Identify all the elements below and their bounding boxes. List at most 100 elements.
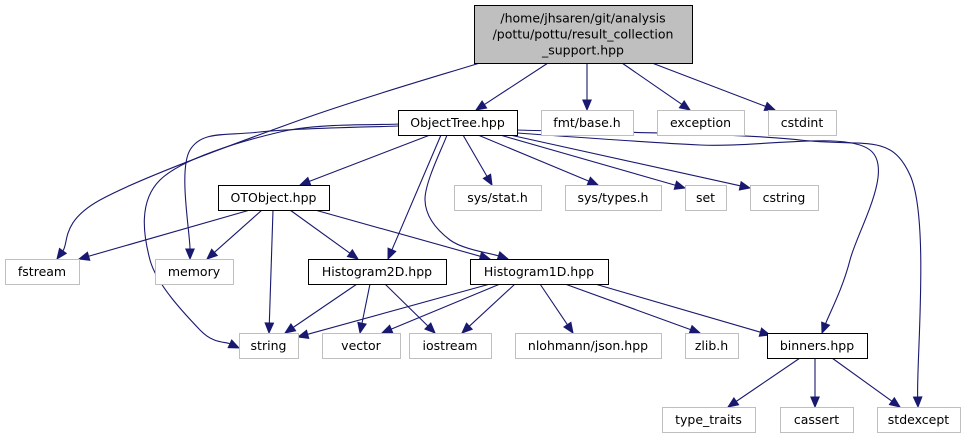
node-otobject[interactable]: OTObject.hpp (218, 185, 330, 211)
node-label: memory (168, 264, 221, 279)
nodes-layer: /home/jhsaren/git/analysis/pottu/pottu/r… (5, 5, 961, 433)
node-label: /home/jhsaren/git/analysis (500, 11, 665, 26)
node-root[interactable]: /home/jhsaren/git/analysis/pottu/pottu/r… (474, 5, 693, 64)
edge-otobject-to-fstream (77, 209, 251, 261)
edge-objecttree-to-sysstat (462, 134, 493, 187)
edge-line (468, 283, 516, 327)
edge-binners-to-typetraits (726, 357, 801, 408)
node-label: exception (670, 115, 731, 130)
node-histogram2d[interactable]: Histogram2D.hpp (308, 259, 447, 285)
node-box (308, 259, 447, 285)
edge-root-to-objecttree (474, 62, 549, 111)
node-label: stdexcept (888, 412, 949, 427)
edge-line (143, 123, 399, 345)
edge-line (292, 283, 358, 328)
arrowhead-icon (688, 324, 702, 335)
edge-objecttree-to-set (499, 134, 687, 190)
node-vector: vector (322, 333, 401, 359)
edge-line (621, 62, 683, 105)
edge-histogram2d-to-string (283, 283, 358, 334)
node-zlib: zlib.h (685, 333, 739, 359)
node-box (565, 185, 662, 211)
node-box (768, 110, 837, 136)
edge-line (735, 357, 801, 402)
arrowhead-icon (298, 176, 312, 186)
node-box (541, 110, 634, 136)
edge-root-to-exception (621, 62, 692, 111)
edge-binners-to-stdexcept (831, 357, 902, 408)
edge-objecttree-to-binners (516, 132, 880, 335)
edge-objecttree-to-otobject (298, 134, 431, 186)
node-box (877, 407, 961, 433)
edge-otobject-to-string (264, 209, 275, 335)
edge-line (214, 209, 263, 253)
node-cassert: cassert (780, 407, 854, 433)
edge-objecttree-to-histogram1d (424, 134, 510, 261)
edge-otobject-to-histogram2d (289, 209, 360, 260)
node-label: vector (341, 338, 382, 353)
edge-line (307, 283, 491, 335)
edge-line (462, 134, 488, 177)
edge-line (499, 134, 676, 186)
edge-line (564, 283, 691, 331)
arrowhead-icon (346, 248, 360, 260)
arrowhead-icon (726, 396, 740, 408)
node-label: Histogram1D.hpp (484, 264, 594, 279)
node-stdexcept: stdexcept (877, 407, 961, 433)
node-box (657, 110, 745, 136)
node-label: cstdint (781, 115, 824, 130)
edge-line (384, 283, 429, 327)
node-box (454, 185, 542, 211)
arrowhead-icon (227, 339, 241, 349)
node-label: fstream (18, 264, 66, 279)
arrowhead-icon (673, 180, 687, 190)
edge-root-to-fstream (56, 61, 484, 261)
edge-histogram1d-to-binners (594, 283, 772, 337)
edge-line (88, 209, 251, 257)
arrowhead-icon (810, 396, 820, 409)
node-box (470, 259, 609, 285)
arrowhead-icon (888, 396, 902, 408)
node-box (398, 110, 518, 136)
arrowhead-icon (563, 321, 574, 335)
edge-line (509, 134, 741, 187)
edge-objecttree-to-memory (184, 125, 399, 261)
node-box (409, 333, 492, 359)
node-label: ObjectTree.hpp (410, 115, 505, 130)
edge-binners-to-cassert (810, 358, 820, 409)
node-box (218, 185, 330, 211)
edge-line (516, 132, 880, 324)
node-memory: memory (155, 259, 234, 285)
edge-otobject-to-histogram1d (314, 209, 492, 261)
node-binners[interactable]: binners.hpp (767, 333, 868, 359)
node-box (685, 333, 739, 359)
node-box (780, 407, 854, 433)
edge-line (477, 134, 589, 182)
node-objecttree[interactable]: ObjectTree.hpp (398, 110, 518, 136)
edge-line (831, 357, 893, 402)
edge-histogram2d-to-vector (357, 283, 371, 335)
arrowhead-icon (380, 324, 394, 334)
arrowhead-icon (296, 329, 310, 339)
node-histogram1d[interactable]: Histogram1D.hpp (470, 259, 609, 285)
edge-line (309, 134, 431, 182)
node-box (239, 333, 299, 359)
node-fmtbase: fmt/base.h (541, 110, 634, 136)
arrowhead-icon (77, 251, 91, 261)
arrowhead-icon (586, 176, 600, 186)
node-iostream: iostream (409, 333, 492, 359)
node-label: cstring (763, 190, 806, 205)
node-box (685, 185, 727, 211)
node-label: _support.hpp (541, 43, 624, 58)
node-systypes: sys/types.h (565, 185, 662, 211)
node-box (515, 333, 662, 359)
arrowhead-icon (474, 100, 488, 111)
node-label: zlib.h (695, 338, 728, 353)
edge-objecttree-to-systypes (477, 134, 600, 186)
node-cstdint: cstdint (768, 110, 837, 136)
node-cstring: cstring (750, 185, 819, 211)
arrowhead-icon (424, 322, 436, 334)
arrowhead-icon (912, 396, 923, 409)
edge-line (424, 134, 499, 257)
